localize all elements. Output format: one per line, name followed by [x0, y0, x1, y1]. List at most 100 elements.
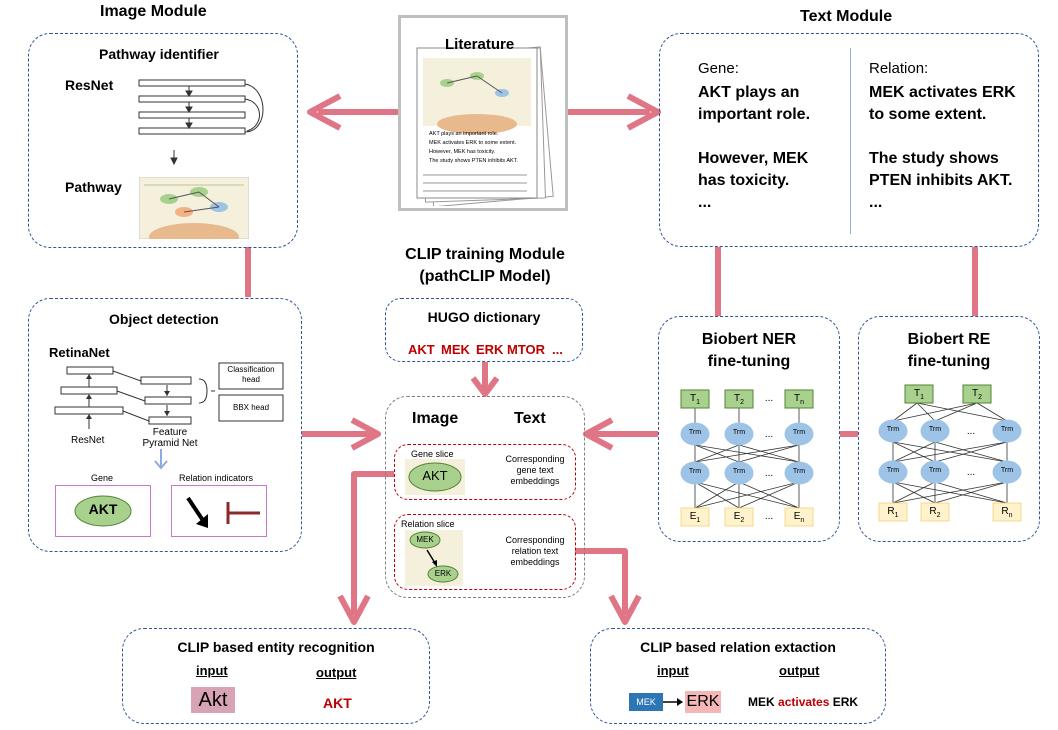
re-input-token: R2 [929, 506, 941, 519]
resnet-label: ResNet [65, 77, 114, 93]
re-network-diagram [878, 384, 1022, 522]
ner-input-token: E1 [689, 511, 701, 524]
clip-relation-title: CLIP based relation extaction [640, 639, 836, 655]
re-input-token: Rn [1001, 506, 1013, 519]
arrowhead-hugo-to-clip [470, 376, 500, 397]
relation-line: The study shows [869, 150, 999, 167]
hugo-term: MEK [441, 342, 470, 357]
literature-box: Literature AKT plays an important role. … [398, 15, 568, 211]
ner-trm-node: Trm [688, 429, 702, 436]
retinanet-label: RetinaNet [49, 345, 110, 360]
re-trm-ellipsis: ... [966, 467, 976, 478]
clip-module-title: CLIP training Module (pathCLIP Model) [380, 244, 590, 288]
resnet-diagram [138, 79, 264, 166]
ner-trm-ellipsis: ... [764, 429, 774, 440]
bbx-head-label: BBX head [232, 403, 270, 412]
entity-input-image: Akt [191, 687, 235, 713]
resnet-caption: ResNet [71, 435, 105, 446]
re-input-token: R1 [887, 506, 899, 519]
relation-slice-box: Relation slice MEK ERK Corresponding rel… [394, 514, 576, 590]
fpn-line: Pyramid Net [142, 438, 198, 449]
hugo-term: MTOR [507, 342, 546, 357]
gene-line: However, MEK [698, 150, 809, 167]
entity-output-label: output [316, 665, 357, 680]
pathway-identifier-title: Pathway identifier [99, 46, 219, 62]
relation-label: Relation: [869, 60, 929, 77]
pathway-thumbnail [139, 177, 249, 239]
text-module-box: Gene: AKT plays an important role. Howev… [659, 33, 1039, 247]
ner-input-token: En [793, 511, 805, 524]
image-module-box: Pathway identifier ResNet Pathway [28, 33, 298, 248]
re-trm-node: Trm [928, 426, 942, 433]
re-trm-node: Trm [928, 467, 942, 474]
re-trm-node: Trm [886, 467, 900, 474]
ner-output-token: T2 [733, 393, 744, 406]
ner-trm-node: Trm [792, 429, 806, 436]
gene-example-image [74, 495, 132, 527]
ner-trm-node: Trm [732, 468, 746, 475]
biobert-re-title-line: fine-tuning [907, 353, 991, 370]
relation-node-b: ERK [434, 569, 452, 578]
gene-text: AKT plays an important role. However, ME… [698, 82, 810, 214]
gene-line [698, 126, 810, 148]
literature-stack [416, 46, 554, 206]
re-output-token: T2 [971, 388, 982, 401]
literature-line: AKT plays an important role. [429, 131, 499, 137]
arrowhead-lit-to-image [307, 93, 342, 131]
retinanet-diagram [54, 362, 284, 429]
gene-slice-label: Gene slice [411, 449, 454, 459]
biobert-ner-title: Biobert NER fine-tuning [659, 329, 839, 373]
gene-example-box: AKT [55, 485, 151, 537]
re-trm-ellipsis: ... [966, 426, 976, 437]
clip-entity-title: CLIP based entity recognition [177, 639, 375, 655]
relation-line [869, 126, 1016, 148]
relation-output-a: MEK [748, 695, 775, 709]
text-module-divider [850, 48, 851, 234]
relation-line: ... [869, 194, 883, 211]
ner-output-ellipsis: ... [764, 393, 774, 404]
biobert-ner-title-line: fine-tuning [707, 353, 791, 370]
hugo-term: ERK [476, 342, 504, 357]
relation-input-mek: MEK [629, 693, 663, 711]
biobert-re-title: Biobert RE fine-tuning [859, 329, 1039, 373]
gene-example-node: AKT [88, 501, 118, 517]
arrow-clip-to-relation [575, 548, 628, 615]
biobert-ner-title-line: Biobert NER [701, 331, 797, 348]
literature-text: AKT plays an important role. MEK activat… [429, 130, 549, 166]
arrowhead-ner-to-clip [583, 417, 614, 451]
gene-line: ... [698, 194, 712, 211]
gene-caption: Gene [91, 473, 114, 483]
image-header: Image [412, 410, 459, 427]
literature-line: The study shows PTEN inhibits AKT. [429, 158, 518, 164]
relation-output-label: output [779, 663, 820, 678]
relation-indicators-box [171, 485, 267, 537]
literature-line: However, MEK has toxicity. [429, 149, 496, 155]
re-trm-node: Trm [1000, 426, 1014, 433]
gene-label: Gene: [698, 60, 739, 77]
gene-embed-line: gene text [516, 465, 554, 475]
relation-slice-label: Relation slice [401, 519, 455, 529]
ner-trm-ellipsis: ... [764, 468, 774, 479]
gene-line: important role. [698, 106, 811, 123]
relation-output-b: ERK [832, 695, 859, 709]
classification-head-line: head [242, 375, 260, 384]
gene-embed-line: Corresponding [505, 454, 565, 464]
relation-input-erk: ERK [685, 691, 721, 713]
ner-input-ellipsis: ... [764, 511, 774, 522]
fpn-line: Feature [152, 427, 188, 438]
relation-indicator-icons [186, 496, 260, 528]
clip-model-box: Image Text Gene slice AKT Corresponding … [385, 396, 585, 598]
clip-module-title-line: CLIP training Module [405, 246, 565, 263]
ner-trm-node: Trm [792, 468, 806, 475]
text-header: Text [514, 410, 546, 427]
arrowhead-lit-to-text [626, 93, 661, 131]
gene-embeddings-text: Corresponding gene text embeddings [495, 454, 575, 487]
literature-title: Literature [445, 36, 515, 53]
classification-head-line: Classification [227, 365, 275, 374]
relation-input-label: input [657, 663, 689, 678]
relation-embed-line: Corresponding [505, 535, 565, 545]
relation-input-arrow [663, 698, 683, 706]
gene-embed-line: embeddings [510, 476, 560, 486]
gene-slice-box: Gene slice AKT Corresponding gene text e… [394, 444, 576, 500]
